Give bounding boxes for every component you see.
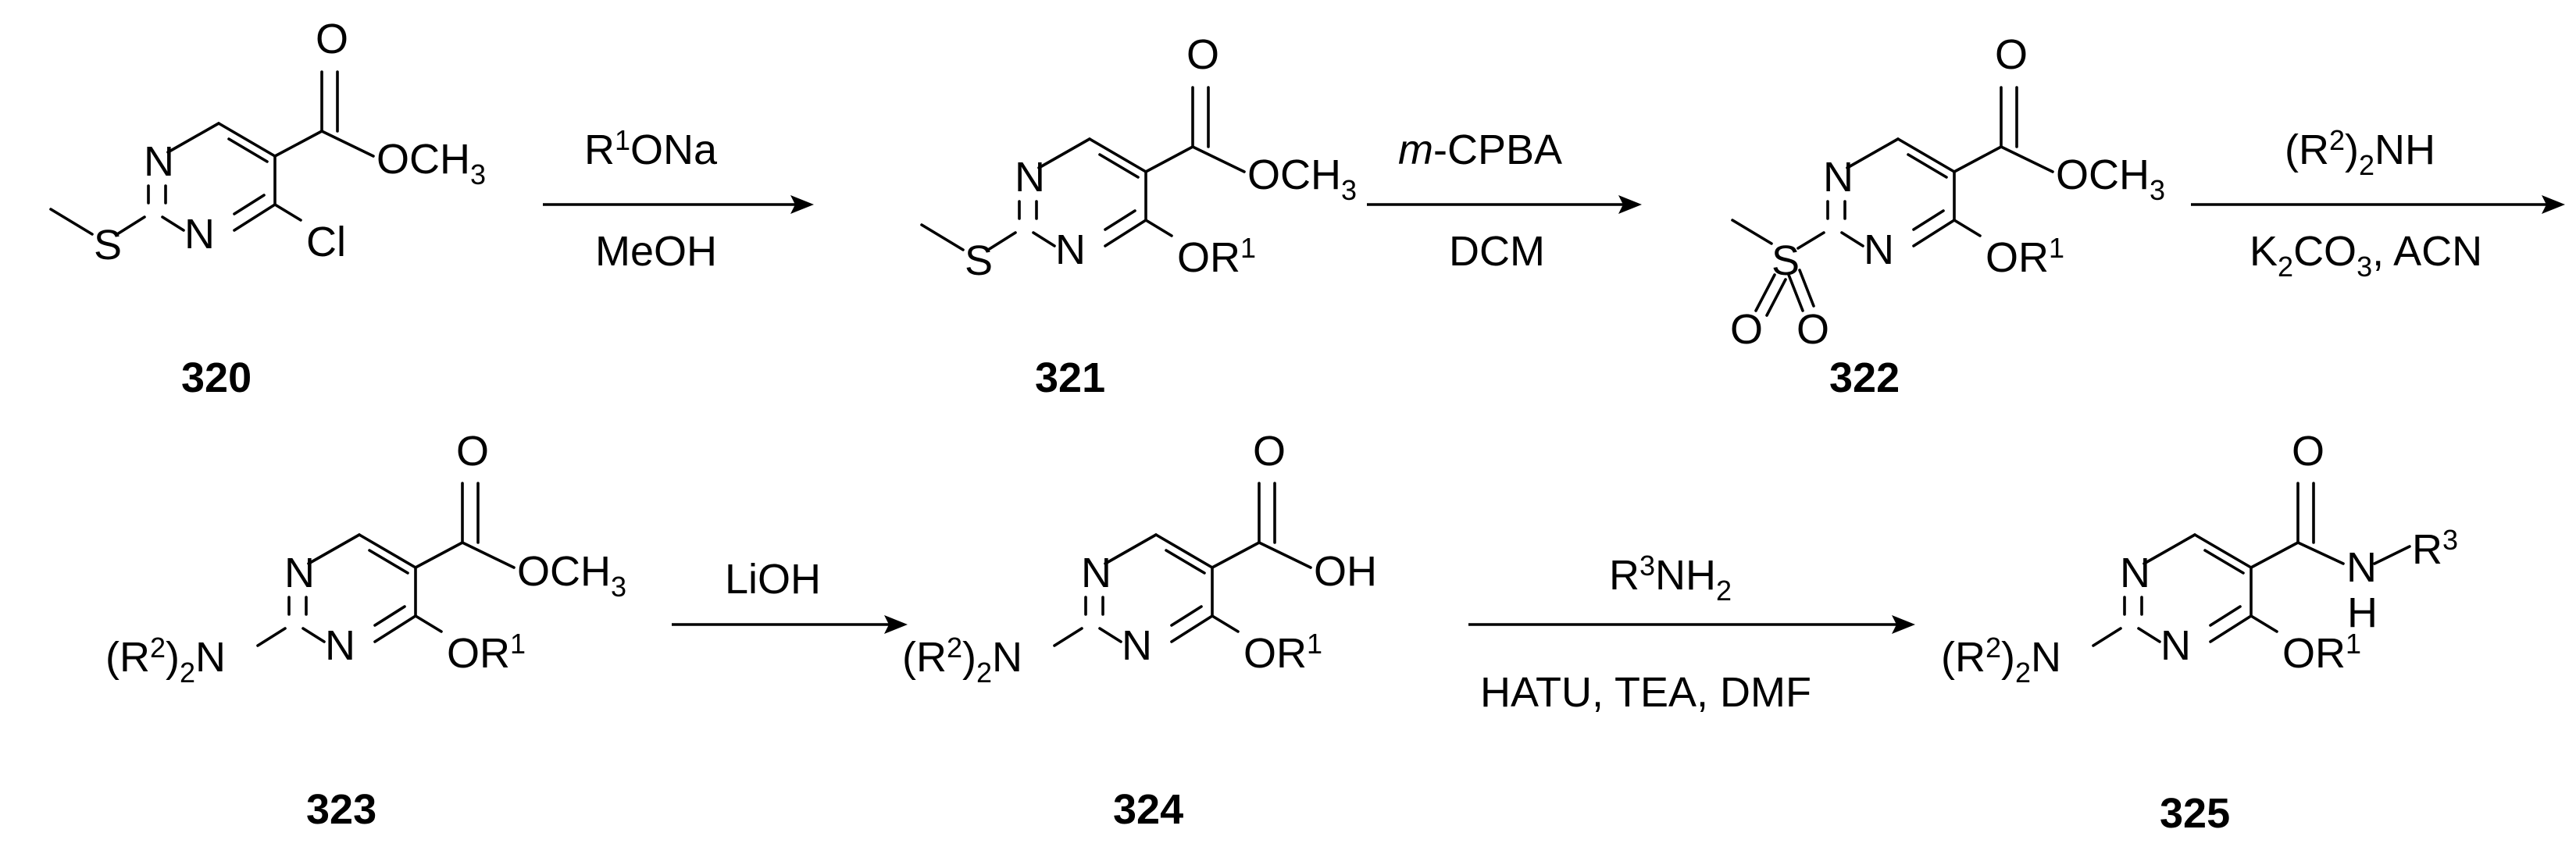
compound-number: 325: [2160, 790, 2230, 837]
reagent-below: HATU, TEA, DMF: [1480, 669, 1811, 716]
ring-nitrogen: N: [1015, 154, 1045, 201]
carbonyl-oxygen: O: [2292, 428, 2324, 475]
ester-methoxy: OCH3: [517, 548, 626, 603]
compound-323: N N (R2)2N OR1 O OCH3 323: [105, 428, 626, 833]
alkoxy-group: OR1: [1177, 232, 1256, 281]
amide-nitrogen: N: [2346, 544, 2377, 591]
carbonyl-oxygen: O: [1995, 31, 2028, 78]
compound-number: 324: [1113, 786, 1183, 833]
dialkylamino-group: (R2)2N: [105, 632, 226, 689]
solvent-below: DCM: [1449, 228, 1545, 275]
ring-nitrogen: N: [2120, 550, 2150, 596]
ester-methoxy: OCH3: [2056, 151, 2165, 206]
compound-324: N N (R2)2N OR1 O OH 324: [902, 428, 1377, 833]
alkoxy-group: OR1: [1986, 232, 2064, 281]
compound-322: N N S O O OR1 O OCH3 322: [1730, 31, 2165, 401]
compound-number: 322: [1829, 354, 1900, 401]
reaction-arrow-1: R1ONa MeOH: [543, 124, 814, 275]
dialkylamino-group: (R2)2N: [902, 632, 1022, 689]
amide-substituent: R3: [2412, 524, 2458, 573]
ring-nitrogen: N: [1122, 622, 1152, 669]
ester-methoxy: OCH3: [376, 136, 486, 190]
reaction-arrow-2: m-CPBA DCM: [1367, 126, 1642, 275]
compound-320: N N S Cl O OCH3 320: [49, 16, 486, 401]
sulfonyl-oxygen: O: [1796, 306, 1829, 353]
carbonyl-oxygen: O: [1253, 428, 1286, 475]
reaction-arrow-3: (R2)2NH K2CO3, ACN: [2191, 124, 2565, 283]
carbonyl-oxygen: O: [316, 16, 348, 62]
reaction-arrow-4: LiOH: [672, 556, 908, 634]
reagent-above: R1ONa: [584, 124, 718, 173]
alkoxy-group: OR1: [447, 628, 526, 677]
ring-nitrogen: N: [1864, 226, 1894, 273]
sulfur-atom: S: [94, 222, 122, 269]
alkoxy-group: OR1: [1243, 628, 1322, 677]
reagent-above: R3NH2: [1609, 550, 1732, 607]
ring-nitrogen: N: [1823, 154, 1854, 201]
acid-hydroxyl: OH: [1314, 548, 1377, 595]
carbonyl-oxygen: O: [1186, 31, 1219, 78]
chlorine-atom: Cl: [306, 219, 346, 265]
sulfonyl-oxygen: O: [1730, 306, 1763, 353]
compound-number: 323: [306, 786, 376, 833]
sulfur-atom: S: [1771, 237, 1800, 284]
compound-number: 321: [1035, 354, 1105, 401]
alkoxy-group: OR1: [2282, 628, 2361, 677]
ring-nitrogen: N: [1055, 226, 1086, 273]
dialkylamino-group: (R2)2N: [1941, 632, 2061, 689]
ring-nitrogen: N: [325, 622, 355, 669]
ring-nitrogen: N: [1081, 550, 1111, 596]
ester-methoxy: OCH3: [1247, 151, 1357, 206]
amide-hydrogen: H: [2347, 589, 2378, 636]
compound-number: 320: [181, 354, 252, 401]
reagent-above: LiOH: [725, 556, 821, 603]
reagent-above: (R2)2NH: [2285, 124, 2435, 181]
reagent-below: K2CO3, ACN: [2250, 228, 2482, 283]
compound-321: N N S OR1 O OCH3 321: [920, 31, 1357, 401]
solvent-below: MeOH: [595, 228, 717, 275]
sulfur-atom: S: [965, 237, 993, 284]
ring-nitrogen: N: [284, 550, 315, 596]
compound-325: N N (R2)2N OR1 O N H R3 325: [1941, 428, 2458, 837]
ring-nitrogen: N: [2160, 622, 2191, 669]
carbonyl-oxygen: O: [456, 428, 489, 475]
reagent-above: m-CPBA: [1398, 126, 1562, 173]
ring-nitrogen: N: [144, 138, 174, 185]
reaction-arrow-5: R3NH2 HATU, TEA, DMF: [1468, 550, 1915, 716]
ring-nitrogen: N: [184, 211, 215, 258]
